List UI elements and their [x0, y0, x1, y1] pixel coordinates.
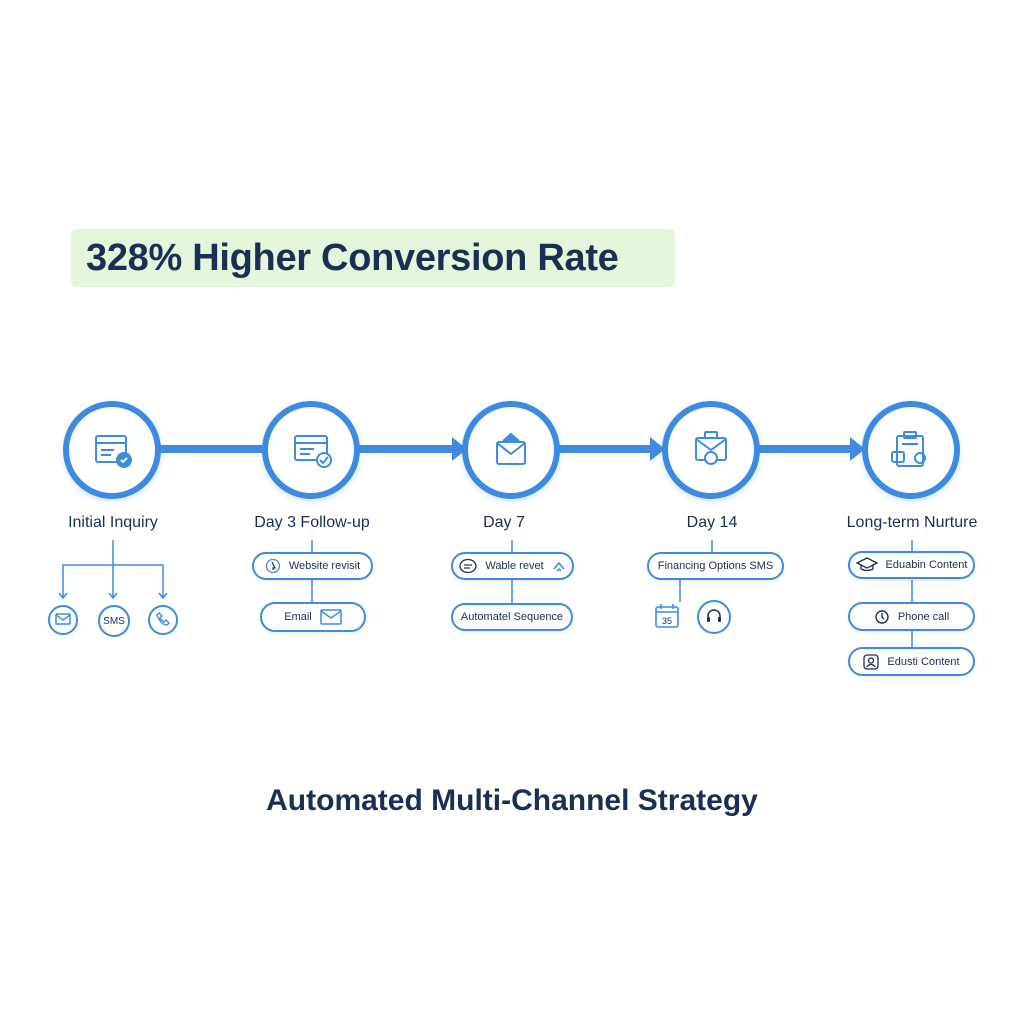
step-node-long-term	[862, 401, 960, 499]
connector-3	[558, 445, 652, 453]
step-node-day-3	[262, 401, 360, 499]
browser-shield-icon	[95, 435, 132, 468]
action-automated-sequence: Automatel Sequence	[451, 603, 573, 631]
action-label: Eduabin Content	[885, 559, 968, 571]
step-node-day-7	[462, 401, 560, 499]
cursor-icon	[265, 558, 281, 574]
svg-text:35: 35	[662, 616, 672, 626]
initial-branch-lines	[58, 540, 168, 600]
action-label: Wable revet	[485, 560, 544, 572]
arrowhead-2	[452, 437, 467, 461]
footer-title: Automated Multi-Channel Strategy	[266, 784, 758, 817]
envelope-icon	[320, 609, 342, 625]
connector-4	[758, 445, 852, 453]
person-icon	[863, 653, 880, 670]
action-wable-revet: Wable revet	[451, 552, 574, 580]
clock-icon	[874, 609, 890, 625]
headset-icon	[705, 607, 723, 628]
phone-icon	[156, 611, 170, 629]
step-label-day-14: Day 14	[686, 514, 738, 531]
action-edusti-content: Edusti Content	[848, 647, 975, 676]
action-phone-call: Phone call	[848, 602, 975, 631]
envelope-icon	[55, 612, 71, 628]
headline: 328% Higher Conversion Rate	[86, 236, 619, 279]
headline-banner: 328% Higher Conversion Rate	[71, 229, 675, 287]
graduation-cap-icon	[855, 557, 878, 573]
action-label: Edusti Content	[887, 655, 960, 668]
browser-check-icon	[294, 435, 332, 468]
arrowhead-3	[650, 437, 665, 461]
step-label-day-7: Day 7	[483, 514, 525, 531]
action-financing-sms: Financing Options SMS	[647, 552, 784, 580]
arrow-up-icon	[552, 559, 566, 573]
connector-2	[358, 445, 454, 453]
step-label-day-3: Day 3 Follow-up	[254, 514, 370, 531]
action-label: Website revisit	[288, 560, 361, 572]
action-email: Email	[260, 602, 366, 632]
calendar-icon: 35	[654, 603, 680, 634]
channel-phone	[148, 605, 178, 635]
envelope-person-icon	[695, 431, 727, 465]
channel-sms: SMS	[98, 605, 130, 637]
sms-label: SMS	[103, 615, 125, 627]
step-label-initial-inquiry: Initial Inquiry	[68, 514, 158, 531]
action-label: Email	[284, 611, 312, 623]
action-eduabin-content: Eduabin Content	[848, 551, 975, 579]
step-node-initial-inquiry	[63, 401, 161, 499]
headset-badge	[697, 600, 731, 634]
arrowhead-4	[850, 437, 865, 461]
step-label-long-term: Long-term Nurture	[846, 514, 978, 531]
step-node-day-14	[662, 401, 760, 499]
action-label: Automatel Sequence	[460, 611, 564, 623]
action-website-revisit: Website revisit	[252, 552, 373, 580]
chat-icon	[459, 558, 477, 574]
channel-email	[48, 605, 78, 635]
envelope-icon	[496, 432, 526, 465]
clipboard-settings-icon	[891, 431, 926, 467]
connector-1	[158, 445, 268, 453]
action-label: Financing Options SMS	[657, 560, 774, 572]
action-connectors	[311, 540, 913, 647]
timeline-connectors	[158, 437, 865, 461]
action-label: Phone call	[897, 610, 950, 623]
